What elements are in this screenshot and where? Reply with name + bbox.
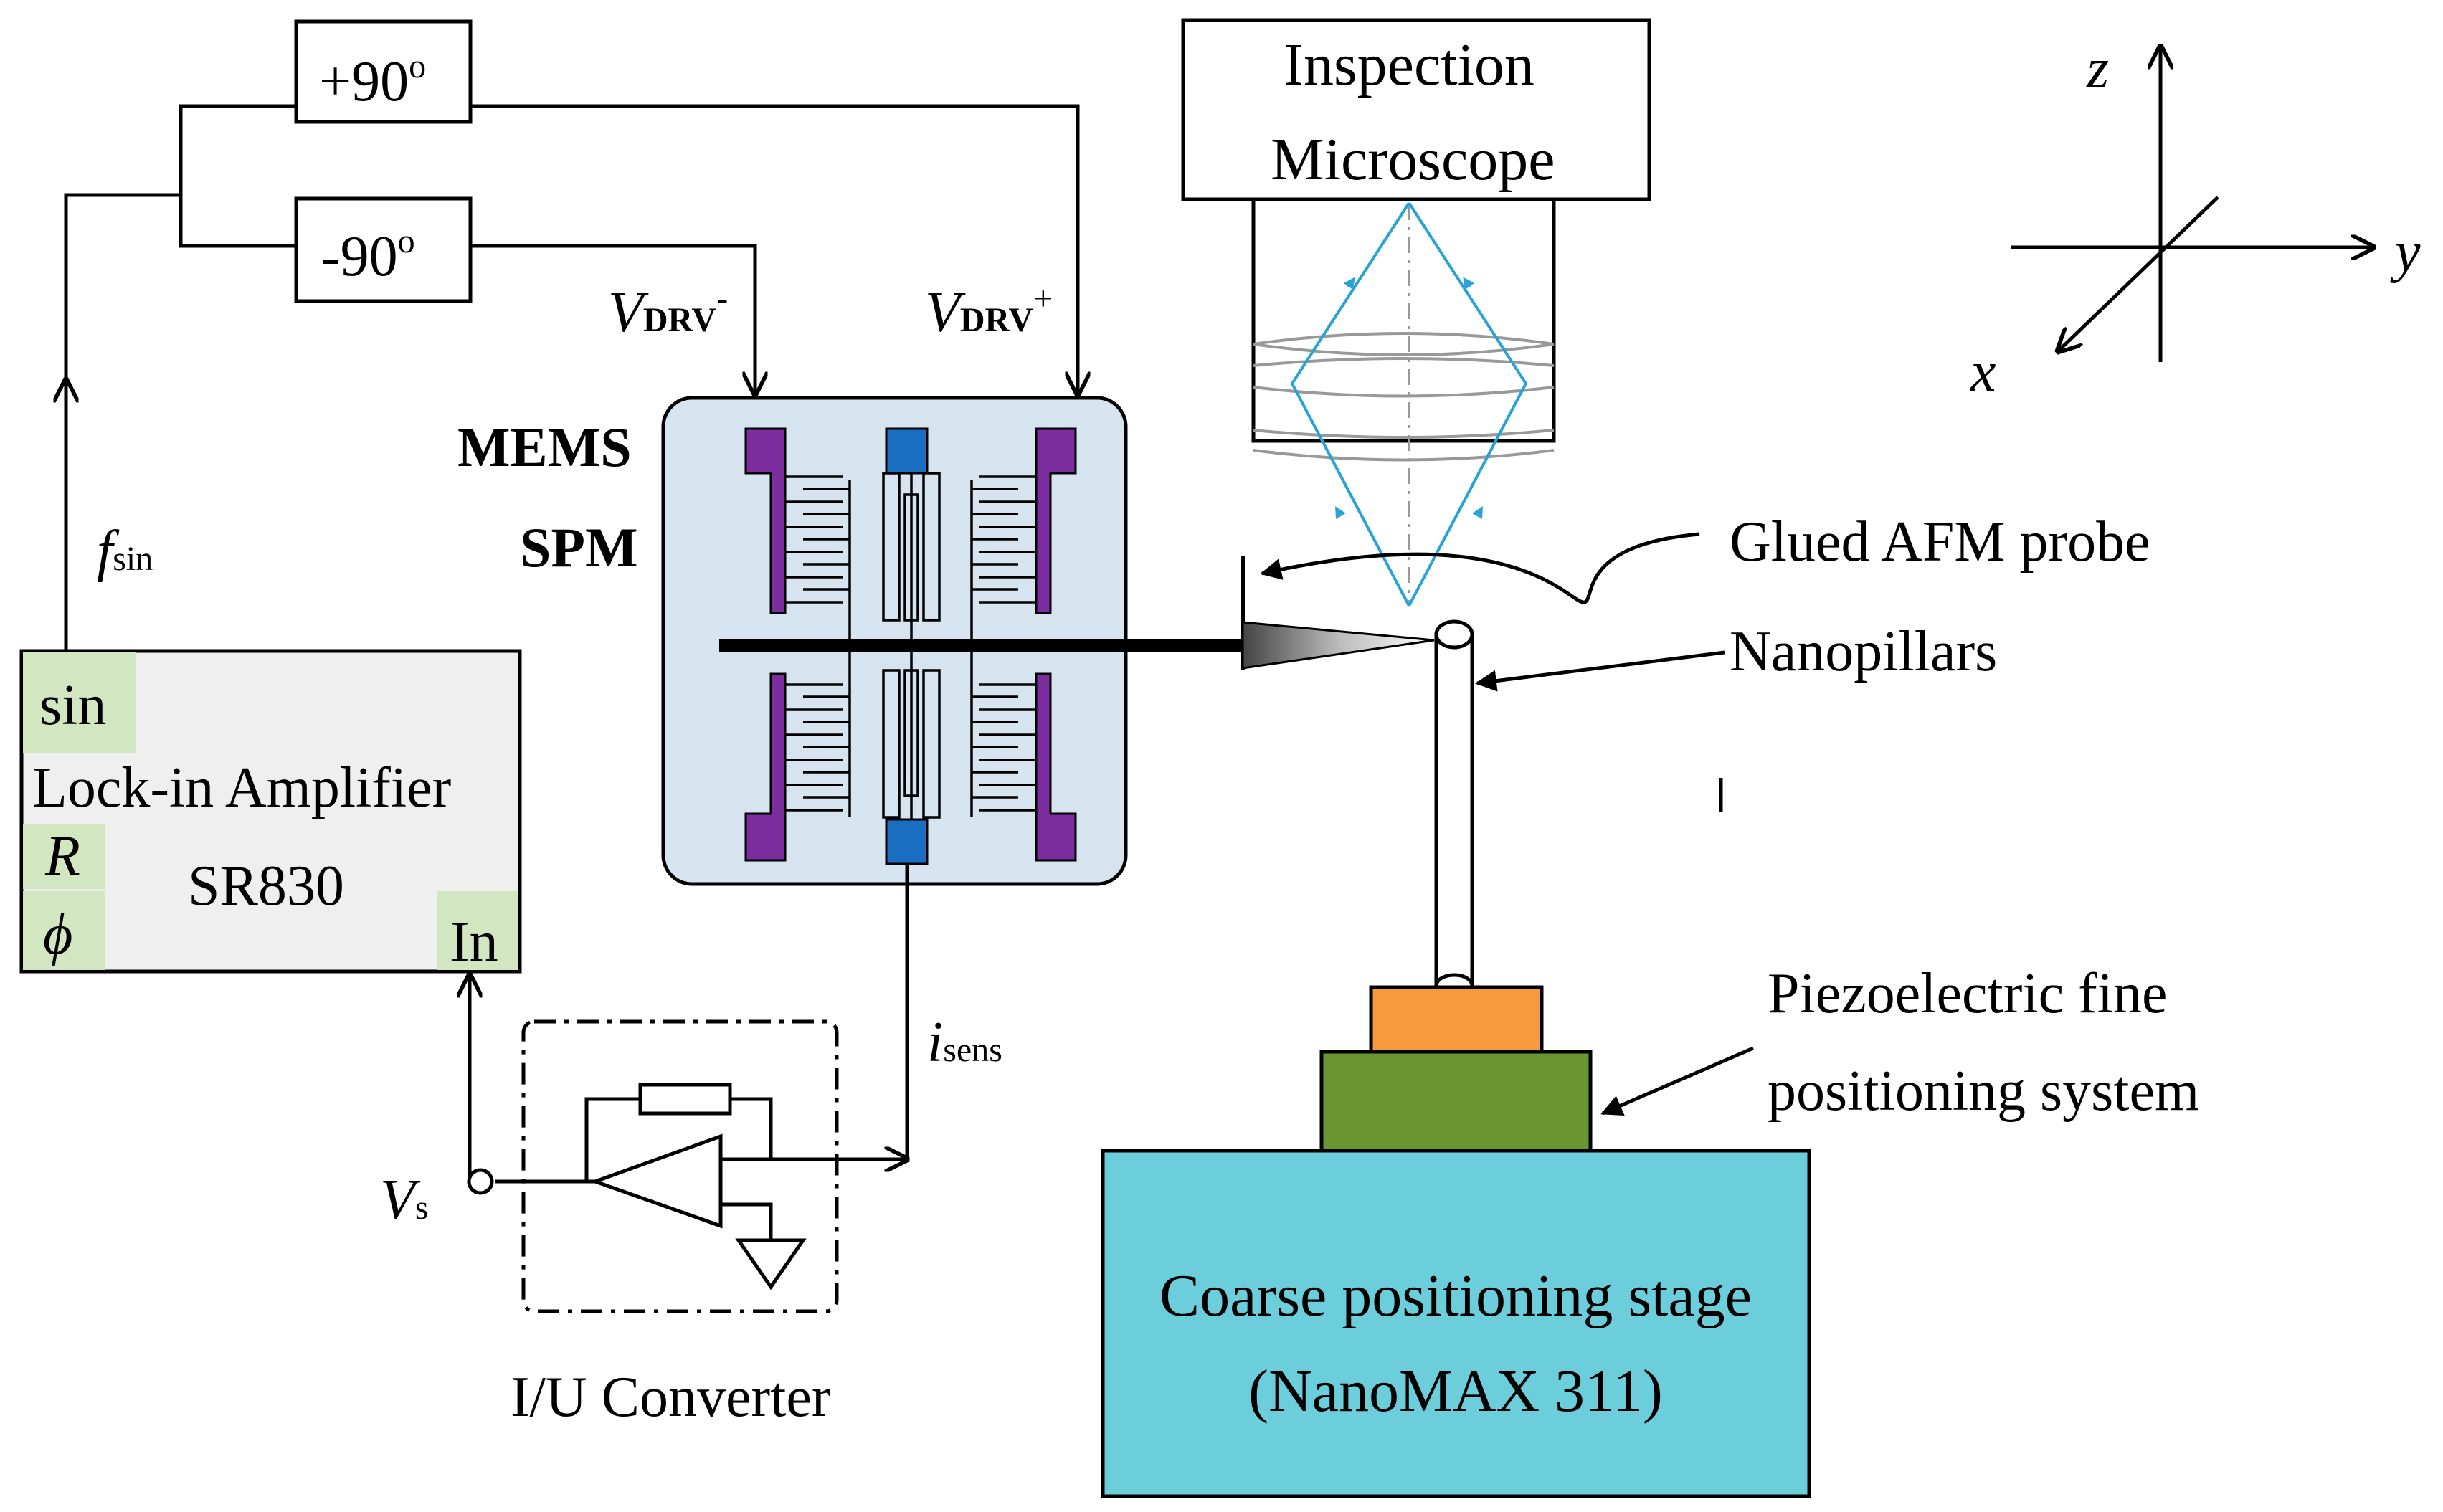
right-bottom-comb [970,649,1036,817]
sin-port-label: sin [39,674,106,737]
in-port-label: In [450,910,498,974]
sin-port [23,652,136,753]
coordinate-axes: z y x [1970,37,2421,404]
phi-port [23,891,105,970]
mems-spm-chip [661,396,1244,886]
afm-probe-label: Glued AFM probe [1730,510,2150,574]
nanopillars-label: Nanopillars [1730,620,1997,683]
ground-symbol [735,1238,807,1290]
spm-label: SPM [520,516,638,579]
piezo-label-1: Piezoelectric fine [1768,962,2167,1025]
minus90-block [294,196,473,303]
lockin-model: SR830 [188,855,344,918]
piezo-label-2: positioning system [1768,1060,2199,1123]
y-axis-label: y [2390,221,2421,284]
afm-tip [1241,621,1435,670]
iu-converter-label: I/U Converter [511,1366,831,1429]
lockin-title: Lock-in Amplifier [32,756,451,819]
coarse-stage-label-1: Coarse positioning stage [1159,1263,1752,1329]
plus90-label: +90o [319,47,426,113]
fsin-label: fsin [97,520,153,583]
fsin-wire [64,193,181,651]
left-top-electrode [744,427,787,614]
vs-label: Vs [380,1169,429,1232]
microscope-body [1181,18,1651,201]
plus90-block [294,19,473,124]
afm-probe [1241,556,1435,670]
left-top-comb [785,475,851,642]
phi-port-label: ϕ [43,903,72,966]
microscope-label-1: Inspection [1284,32,1534,98]
light-rays [1290,201,1528,607]
right-top-comb [970,475,1036,642]
nanopillars-leader [1475,650,1725,692]
r-port-label: R [44,824,80,888]
vdrv-plus-label: VDRV+ [925,280,1053,344]
iu-converter [495,1019,907,1313]
iu-converter-box [521,1019,839,1313]
minus90-input-wire [179,199,296,248]
plus90-input-wire [179,104,296,199]
right-bottom-electrode [1035,672,1077,862]
vdrv-minus-wire [470,244,755,394]
r-port [23,824,105,889]
piezo-leader [1600,1046,1754,1116]
z-axis-label: z [2086,37,2109,100]
left-bottom-electrode [744,672,787,862]
in-port [437,891,518,970]
microscope-label-2: Microscope [1271,126,1555,193]
right-top-electrode [1035,427,1077,614]
nanopillar [1434,619,1474,999]
coarse-stage-label-2: (NanoMAX 311) [1248,1358,1663,1425]
left-bottom-comb [785,649,851,817]
op-amp [589,1133,723,1229]
feedback-resistor [638,1083,732,1116]
mems-label: MEMS [457,416,632,478]
phase-network: +90o -90o [64,19,1078,651]
x-axis-label: x [1970,341,1996,404]
coarse-stage [1101,1149,1811,1498]
objective-housing [1251,199,1556,443]
bottom-sense-pad [885,818,929,865]
minus90-label: -90o [321,222,415,288]
inspection-microscope: Inspection Microscope [1181,18,1651,607]
vs-node [467,1168,494,1195]
vdrv-minus-label: VDRV- [608,280,728,344]
vdrv-plus-wire [470,104,1078,394]
lockin-amplifier: sin Lock-in Amplifier R SR830 ϕ In [19,649,522,974]
isens-label: isens [927,1011,1002,1074]
top-sense-pad [885,427,929,475]
afm-probe-leader [1260,532,1700,604]
piezo-top-plate [1369,985,1544,1054]
